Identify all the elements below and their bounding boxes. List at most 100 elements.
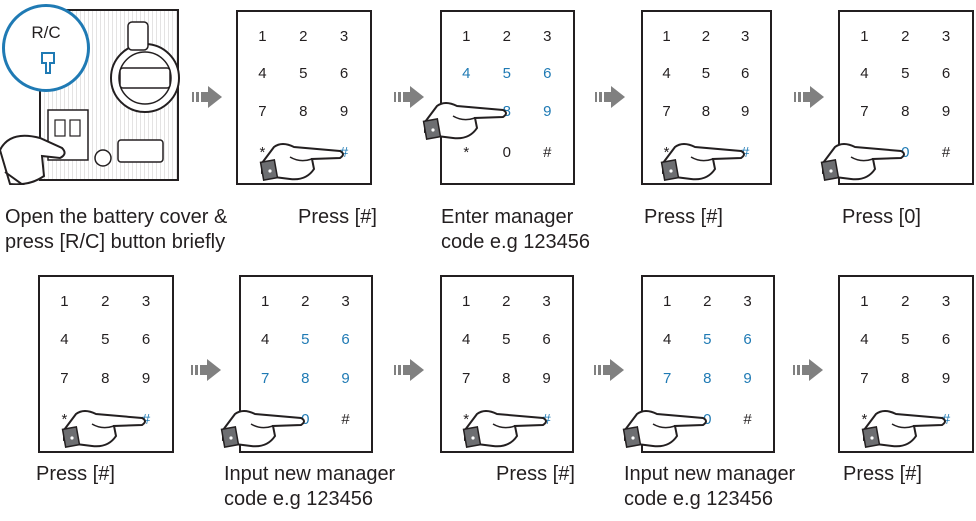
key-6: 6 <box>141 330 151 348</box>
key-9: 9 <box>542 369 551 387</box>
key-2: 2 <box>101 293 110 311</box>
key-9: 9 <box>941 369 951 387</box>
key-star: * <box>861 410 868 428</box>
pointing-hand-icon <box>259 142 345 181</box>
key-7: 7 <box>258 103 267 121</box>
next-step-arrow-icon <box>394 359 424 381</box>
key-4: 4 <box>461 330 471 348</box>
key-star: * <box>463 143 470 161</box>
key-1: 1 <box>662 28 671 45</box>
key-6: 6 <box>339 64 349 82</box>
next-step-arrow-icon <box>794 86 824 108</box>
key-3: 3 <box>341 293 350 311</box>
key-2: 2 <box>901 293 910 311</box>
key-star: * <box>463 410 470 428</box>
key-3: 3 <box>543 28 552 45</box>
key-hash: # <box>743 410 752 428</box>
key-0: 0 <box>703 410 712 428</box>
key-1: 1 <box>258 28 267 45</box>
key-9: 9 <box>341 369 350 387</box>
key-9: 9 <box>339 103 349 121</box>
rc-button-callout: R/C <box>2 4 90 92</box>
key-0: 0 <box>502 143 511 161</box>
next-step-arrow-icon <box>594 359 624 381</box>
caption-step-5: Press [0] <box>842 205 921 230</box>
caption-step-10: Press [#] <box>843 462 922 487</box>
caption-step-8: Press [#] <box>496 462 575 487</box>
next-step-arrow-icon <box>595 86 625 108</box>
key-0: 0 <box>301 410 310 428</box>
caption-line: Press [#] <box>298 206 377 228</box>
caption-line: code e.g 123456 <box>624 488 774 510</box>
key-7: 7 <box>60 369 69 387</box>
key-2: 2 <box>502 28 511 45</box>
key-9: 9 <box>743 369 752 387</box>
pointing-hand-icon <box>660 142 746 181</box>
key-8: 8 <box>701 103 711 121</box>
key-4: 4 <box>60 330 69 348</box>
key-5: 5 <box>502 330 511 348</box>
key-4: 4 <box>462 64 471 82</box>
rc-button-icon <box>41 52 55 74</box>
key-1: 1 <box>60 293 69 311</box>
key-3: 3 <box>741 28 750 45</box>
pointing-hand-icon <box>462 409 547 448</box>
key-5: 5 <box>703 330 712 348</box>
caption-line: Input new manager <box>624 463 796 485</box>
key-7: 7 <box>461 369 471 387</box>
key-4: 4 <box>258 64 267 82</box>
key-6: 6 <box>341 330 350 348</box>
key-4: 4 <box>662 64 671 82</box>
key-3: 3 <box>941 293 951 311</box>
key-9: 9 <box>741 103 750 121</box>
key-8: 8 <box>901 103 910 121</box>
pointing-hand-icon <box>622 409 708 448</box>
next-step-arrow-icon <box>192 86 222 108</box>
caption-line: Press [#] <box>843 463 922 485</box>
caption-line: Enter manager <box>441 206 574 228</box>
key-5: 5 <box>101 330 110 348</box>
key-8: 8 <box>301 369 310 387</box>
caption-step-4: Press [#] <box>644 205 723 230</box>
key-1: 1 <box>662 293 672 311</box>
key-4: 4 <box>260 330 270 348</box>
key-3: 3 <box>941 28 951 45</box>
key-4: 4 <box>860 64 869 82</box>
pointing-hand-icon <box>220 409 306 448</box>
key-8: 8 <box>101 369 110 387</box>
key-8: 8 <box>703 369 712 387</box>
key-5: 5 <box>502 64 511 82</box>
key-2: 2 <box>502 293 511 311</box>
key-3: 3 <box>743 293 752 311</box>
key-8: 8 <box>901 369 910 387</box>
key-6: 6 <box>542 330 551 348</box>
key-6: 6 <box>743 330 752 348</box>
key-1: 1 <box>461 293 471 311</box>
key-hash: # <box>339 143 349 161</box>
key-6: 6 <box>941 330 951 348</box>
pointing-hand-icon <box>861 409 947 448</box>
key-6: 6 <box>543 64 552 82</box>
key-7: 7 <box>860 369 869 387</box>
rc-label: R/C <box>31 23 61 42</box>
pointing-hand-icon <box>820 142 906 181</box>
key-2: 2 <box>701 28 711 45</box>
key-8: 8 <box>299 103 308 121</box>
key-hash: # <box>542 410 551 428</box>
key-hash: # <box>543 143 552 161</box>
key-7: 7 <box>860 103 869 121</box>
key-star: * <box>259 143 266 161</box>
pointing-hand-icon <box>61 409 147 448</box>
key-9: 9 <box>941 103 951 121</box>
caption-line: Input new manager <box>224 463 396 485</box>
key-star: * <box>663 143 670 161</box>
key-hash: # <box>941 143 951 161</box>
caption-step-9: Input new manager code e.g 123456 <box>624 462 795 512</box>
key-hash: # <box>141 410 151 428</box>
key-4: 4 <box>662 330 672 348</box>
caption-line: Press [#] <box>644 206 723 228</box>
key-5: 5 <box>301 330 310 348</box>
